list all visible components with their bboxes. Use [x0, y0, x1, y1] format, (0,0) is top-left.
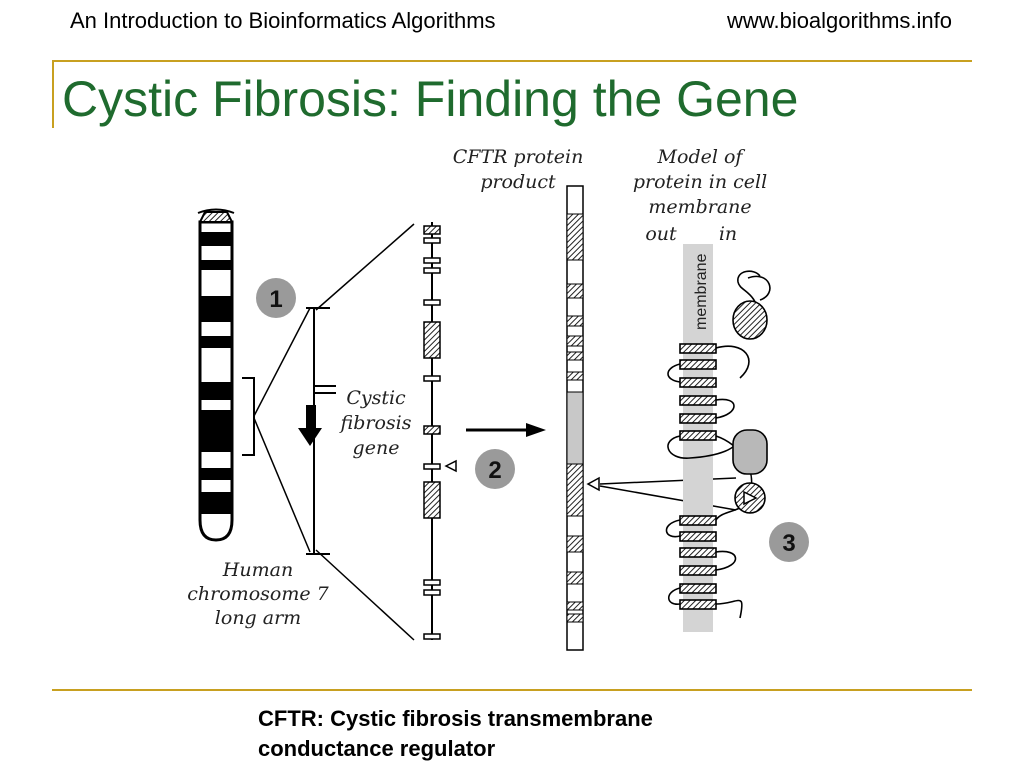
- label-cftr-product: product: [480, 171, 556, 193]
- bottom-rule: [52, 689, 972, 691]
- step-3-marker: 3: [769, 522, 809, 562]
- label-model-line3: membrane: [648, 196, 751, 218]
- membrane-label: membrane: [693, 253, 710, 330]
- svg-text:3: 3: [782, 530, 795, 557]
- expanded-region: [298, 223, 415, 641]
- step-1-marker: 1: [256, 278, 296, 318]
- cftr-protein-bar: [566, 185, 584, 651]
- label-gene-line2: fibrosis: [339, 412, 412, 434]
- caption-line-1: CFTR: Cystic fibrosis transmembrane: [258, 706, 653, 731]
- chromosome-7: [197, 208, 235, 542]
- mutation-pointer: [586, 476, 737, 511]
- left-accent-rule: [52, 60, 54, 128]
- top-rule: [52, 60, 972, 62]
- translation-arrow: [466, 423, 546, 437]
- header-course-title: An Introduction to Bioinformatics Algori…: [70, 8, 496, 33]
- label-model-line1: Model of: [657, 146, 746, 168]
- chromosome-region-bracket: [242, 377, 255, 456]
- protein-membrane-model: [665, 270, 771, 619]
- zoom-line-lower: [253, 417, 311, 553]
- label-chromosome-line2: chromosome 7: [187, 583, 329, 605]
- label-out: out: [645, 223, 677, 245]
- svg-text:1: 1: [269, 286, 282, 313]
- zoom-line-upper: [253, 307, 311, 417]
- label-gene-line3: gene: [353, 437, 400, 459]
- label-in: in: [719, 223, 737, 245]
- label-chromosome-line3: long arm: [215, 607, 301, 629]
- gene-exon-map: [423, 222, 457, 640]
- label-model-line2: protein in cell: [633, 171, 767, 193]
- label-cftr-protein: CFTR protein: [453, 146, 584, 168]
- slide-title: Cystic Fibrosis: Finding the Gene: [62, 71, 799, 127]
- header-website: www.bioalgorithms.info: [727, 8, 952, 33]
- svg-text:2: 2: [488, 457, 501, 484]
- caption: CFTR: Cystic fibrosis transmembrane cond…: [258, 704, 653, 764]
- label-chromosome-line1: Human: [222, 559, 293, 581]
- label-gene-line1: Cystic: [346, 387, 406, 409]
- step-2-marker: 2: [475, 449, 515, 489]
- caption-line-2: conductance regulator: [258, 736, 496, 761]
